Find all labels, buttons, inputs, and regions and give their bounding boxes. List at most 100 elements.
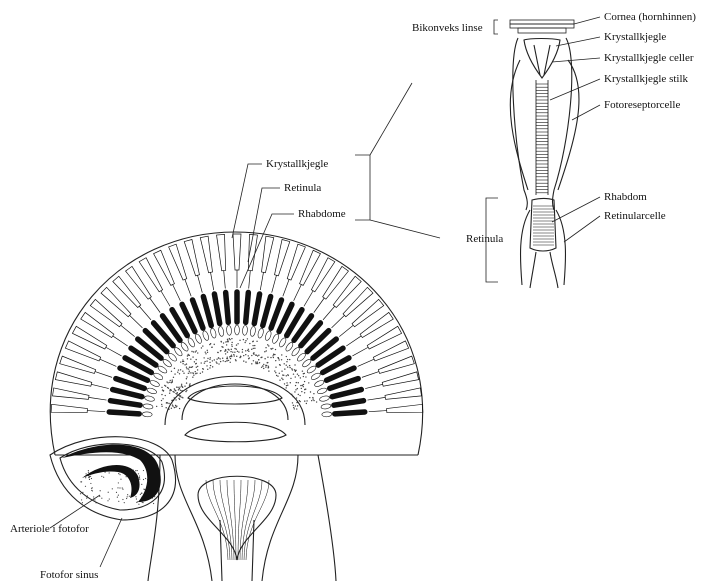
rhabdome <box>335 412 365 414</box>
optic-bulb <box>198 476 276 560</box>
stipple-dot <box>295 370 296 371</box>
label-fotoreseptorcelle: Fotoreseptorcelle <box>604 99 680 111</box>
stipple-dot <box>265 366 266 367</box>
stipple-dot <box>270 357 271 358</box>
stipple-dot <box>306 403 307 404</box>
stipple-dot <box>180 361 181 362</box>
stipple-dot <box>175 405 176 406</box>
retinula-cell <box>346 336 361 346</box>
stipple-dot <box>172 391 173 392</box>
stipple-dot <box>189 372 190 373</box>
stipple-dot <box>229 356 230 357</box>
stipple-dot <box>253 348 254 349</box>
stipple-dot <box>279 359 280 360</box>
stipple-dot <box>247 350 248 351</box>
stipple-dot <box>82 502 83 503</box>
stipple-dot <box>209 359 210 360</box>
stipple-dot <box>294 364 295 365</box>
oval-cell <box>322 412 332 417</box>
stipple-dot <box>255 361 256 362</box>
stipple-dot <box>274 370 275 371</box>
stipple-dot <box>212 366 213 367</box>
stipple-dot <box>255 363 256 364</box>
stipple-dot <box>180 390 181 391</box>
inner-band-2 <box>185 422 286 442</box>
stipple-dot <box>100 490 101 491</box>
oval-cell <box>149 379 160 387</box>
retinula-cell <box>100 359 116 366</box>
oval-cell <box>157 365 168 375</box>
stipple-dot <box>228 360 229 361</box>
stipple-dot <box>202 368 203 369</box>
label-retinula-omm: Retinula <box>466 233 503 245</box>
stipple-dot <box>227 340 228 341</box>
stipple-dot <box>220 341 221 342</box>
stipple-dot <box>261 367 262 368</box>
stipple-dot <box>296 397 297 398</box>
stipple-dot <box>219 358 220 359</box>
stipple-dot <box>231 344 232 345</box>
optic-fibre-lines <box>206 480 269 560</box>
leader-fotoreseptorcelle <box>572 105 600 120</box>
oval-cell <box>194 333 203 344</box>
optic-stalk-right <box>262 455 298 581</box>
stipple-dot <box>177 371 178 372</box>
stipple-dot <box>232 351 233 352</box>
stipple-dot <box>255 354 256 355</box>
lower-wall-right <box>318 455 336 581</box>
crystalline-cone <box>217 234 226 270</box>
stipple-dot <box>313 393 314 394</box>
stipple-dot <box>172 404 173 405</box>
stipple-dot <box>303 386 304 387</box>
stipple-dot <box>171 371 172 372</box>
optic-stalk-left <box>175 455 212 581</box>
stipple-dot <box>90 483 91 484</box>
stipple-dot <box>284 383 285 384</box>
stipple-dot <box>268 345 269 346</box>
retinula-cell <box>362 372 379 378</box>
stipple-dot <box>200 373 201 374</box>
retinular-cell-lower <box>530 252 536 288</box>
stipple-dot <box>272 355 273 356</box>
stipple-dot <box>259 362 260 363</box>
stipple-dot <box>223 360 224 361</box>
stipple-dot <box>186 368 187 369</box>
stipple-dot <box>109 472 110 473</box>
label-bikonveks-linse: Bikonveks linse <box>412 22 483 34</box>
stipple-dot <box>204 361 205 362</box>
stipple-dot <box>91 478 92 479</box>
stipple-dot <box>231 349 232 350</box>
oval-cell <box>144 395 155 402</box>
label-krystallkjegle: Krystallkjegle <box>266 158 328 170</box>
stipple-dot <box>91 488 92 489</box>
stipple-dot <box>287 359 288 360</box>
stipple-dot <box>289 365 290 366</box>
oval-cell <box>167 352 178 362</box>
retinula-cell <box>304 291 313 307</box>
stipple-dot <box>122 487 123 488</box>
crystalline-cone <box>126 266 152 299</box>
label-krystallkjegle-omm: Krystallkjegle <box>604 31 666 43</box>
stipple-dot <box>193 373 194 374</box>
stipple-dot <box>138 504 139 505</box>
retinula-cell <box>113 336 128 346</box>
leader-krystallkjegle <box>232 164 262 238</box>
oval-cell <box>310 372 321 381</box>
stipple-dot <box>169 392 170 393</box>
bracket-bikonveks <box>494 20 498 34</box>
stipple-dot <box>287 366 288 367</box>
stipple-dot <box>101 476 102 477</box>
ommatidium-wall-left <box>513 38 527 210</box>
stipple-dot <box>298 394 299 395</box>
stipple-dot <box>221 346 222 347</box>
stipple-dot <box>195 351 196 352</box>
stipple-dot <box>267 362 268 363</box>
stipple-dot <box>275 372 276 373</box>
stipple-dot <box>118 495 119 496</box>
stipple-dot <box>249 343 250 344</box>
stipple-dot <box>284 363 285 364</box>
crystalline-cone <box>275 239 290 275</box>
oval-cell <box>235 325 240 335</box>
stipple-dot <box>281 354 282 355</box>
retinula-cell <box>211 272 214 290</box>
